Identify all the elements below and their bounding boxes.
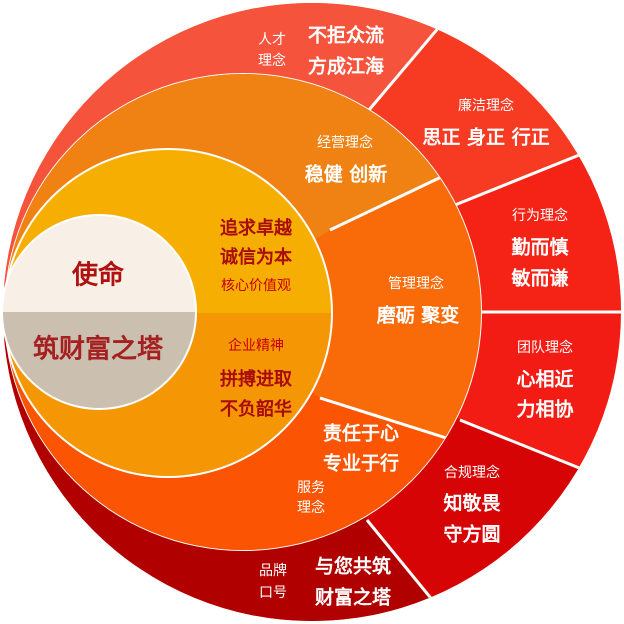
service-motto: 责任于心 bbox=[323, 422, 399, 445]
tower-title: 筑财富之塔 bbox=[33, 334, 164, 365]
core-values-label: 核心价值观 bbox=[221, 278, 291, 294]
behavior-label: 行为理念 bbox=[512, 207, 568, 224]
operation-motto: 稳健 创新 bbox=[305, 163, 388, 186]
service-label: 理念 bbox=[297, 499, 325, 516]
compliance-motto: 知敬畏 bbox=[443, 492, 501, 515]
compliance-label: 合规理念 bbox=[444, 464, 500, 481]
operation-label: 经营理念 bbox=[317, 134, 373, 151]
talent-label: 理念 bbox=[258, 52, 286, 69]
mission-title: 使命 bbox=[71, 260, 125, 291]
integrity-label: 廉洁理念 bbox=[458, 97, 514, 114]
brand-motto: 与您共筑 bbox=[315, 555, 391, 578]
compliance-motto: 守方圆 bbox=[443, 523, 500, 546]
team-motto: 力相协 bbox=[516, 398, 573, 421]
core-values-motto: 追求卓越 bbox=[220, 217, 293, 239]
behavior-motto: 敏而谦 bbox=[510, 267, 568, 290]
management-label: 管理理念 bbox=[388, 275, 444, 292]
management-motto: 磨砺 聚变 bbox=[376, 304, 460, 327]
brand-label: 口号 bbox=[259, 585, 287, 601]
talent-label: 人才 bbox=[258, 32, 286, 48]
brand-motto: 财富之塔 bbox=[315, 586, 392, 609]
core-values-motto: 诚信为本 bbox=[220, 246, 292, 268]
spirit-motto: 不负韶华 bbox=[220, 398, 292, 420]
team-label: 团队理念 bbox=[517, 339, 573, 356]
spirit-label: 企业精神 bbox=[228, 337, 284, 354]
service-label: 服务 bbox=[297, 480, 325, 496]
brand-label: 品牌 bbox=[259, 562, 287, 579]
behavior-motto: 勤而慎 bbox=[511, 236, 568, 259]
team-motto: 心相近 bbox=[516, 369, 573, 391]
spirit-motto: 拼搏进取 bbox=[220, 368, 293, 390]
talent-motto: 方成江海 bbox=[308, 55, 384, 78]
talent-motto: 不拒众流 bbox=[308, 24, 384, 47]
integrity-motto: 思正 身正 行正 bbox=[422, 126, 549, 149]
service-motto: 专业于行 bbox=[323, 452, 399, 475]
